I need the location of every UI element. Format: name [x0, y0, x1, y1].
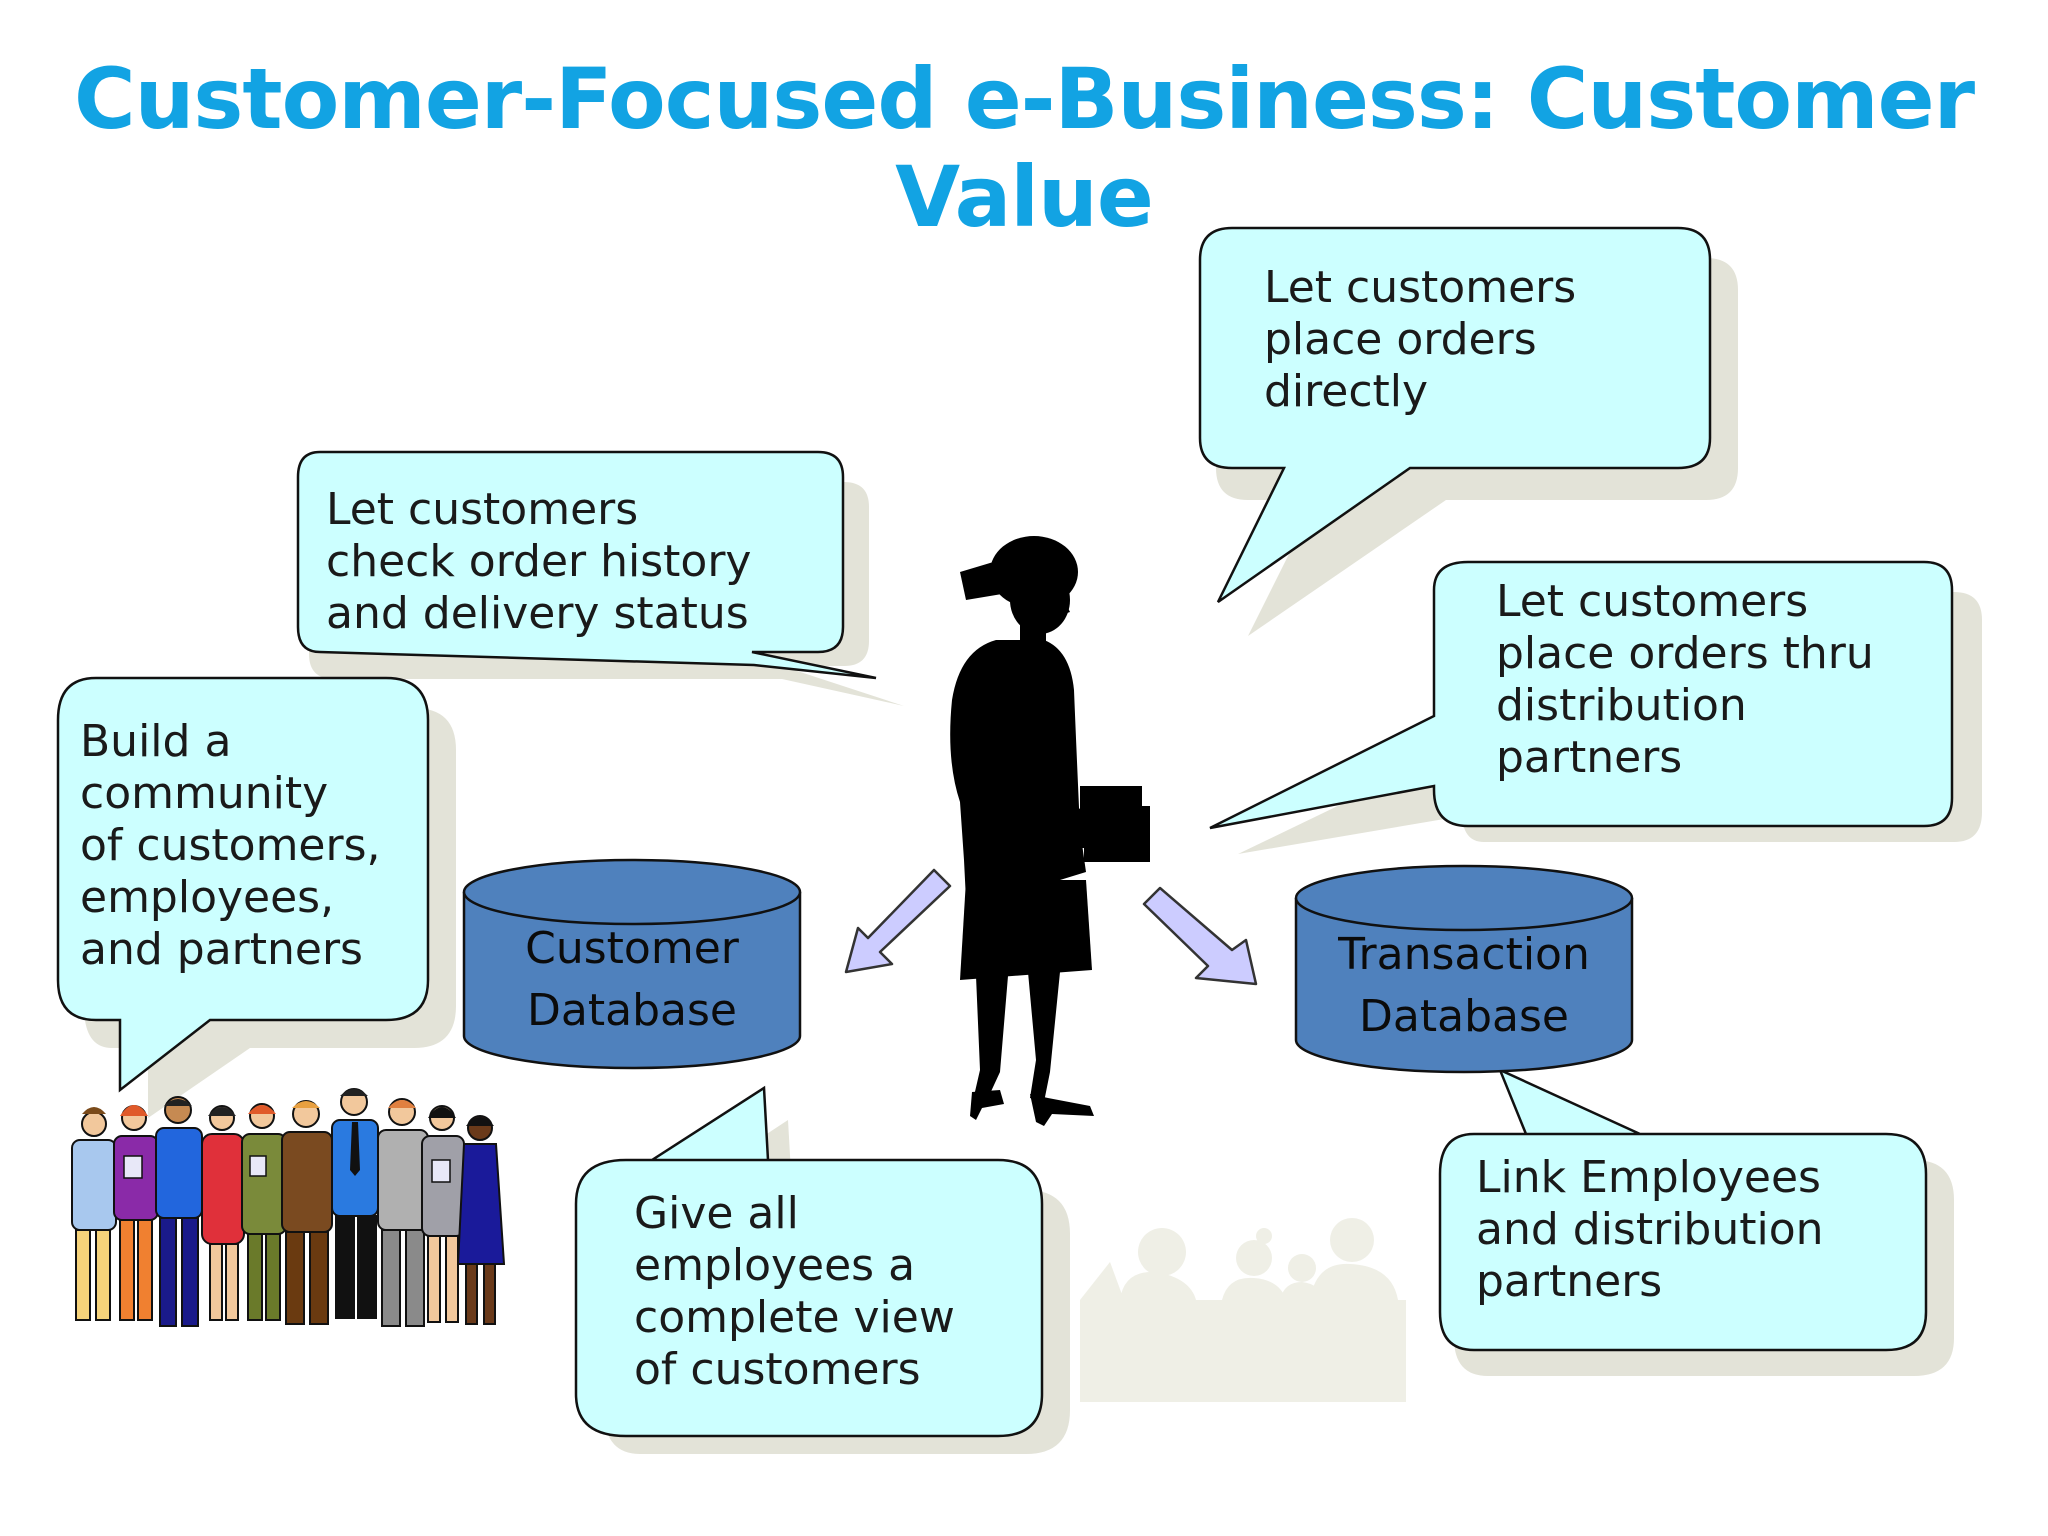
- callout-community: [56, 676, 456, 1118]
- callout-link-employees: [1438, 1067, 1954, 1376]
- callout-partners-orders-text: Let customers place orders thru distribu…: [1496, 576, 1874, 783]
- person-blue-shirt: [155, 1096, 203, 1327]
- businesswoman-silhouette-icon: [950, 536, 1150, 1126]
- person-navy-dress: [456, 1115, 506, 1325]
- person-brown-suit: [281, 1100, 333, 1325]
- callout-community-text: Build a community of customers, employee…: [80, 716, 381, 975]
- customer-database-cylinder: [462, 858, 802, 1070]
- person-red: [201, 1105, 245, 1321]
- callout-check-order-text: Let customers check order history and de…: [326, 484, 752, 639]
- callout-employees-view-text: Give all employees a complete view of cu…: [634, 1188, 955, 1395]
- transaction-database-label: Transaction Database: [1338, 929, 1590, 1042]
- customer-database-label: Customer Database: [525, 923, 739, 1036]
- arrow-down-left-icon: [844, 868, 952, 974]
- person-grey: [377, 1098, 429, 1327]
- callout-partners-orders: [1209, 560, 1982, 854]
- person-grey-woman: [421, 1105, 465, 1323]
- person-olive: [241, 1103, 287, 1321]
- transaction-database-cylinder: [1294, 864, 1634, 1074]
- callout-check-order: [296, 450, 904, 706]
- people-group-icon: [71, 1088, 506, 1327]
- person-purple: [113, 1105, 159, 1321]
- meeting-silhouette-icon: [1080, 1218, 1406, 1402]
- person-blue-tie: [331, 1088, 379, 1319]
- callout-employees-view: [574, 1085, 1070, 1454]
- callout-link-employees-text: Link Employees and distribution partners: [1476, 1152, 1824, 1307]
- callout-place-orders: [1198, 226, 1738, 636]
- person-light-blue: [71, 1107, 117, 1321]
- callout-place-orders-text: Let customers place orders directly: [1264, 262, 1577, 417]
- arrow-down-right-icon: [1142, 886, 1258, 986]
- slide-title: Customer-Focused e-Business: Customer Va…: [73, 50, 1975, 246]
